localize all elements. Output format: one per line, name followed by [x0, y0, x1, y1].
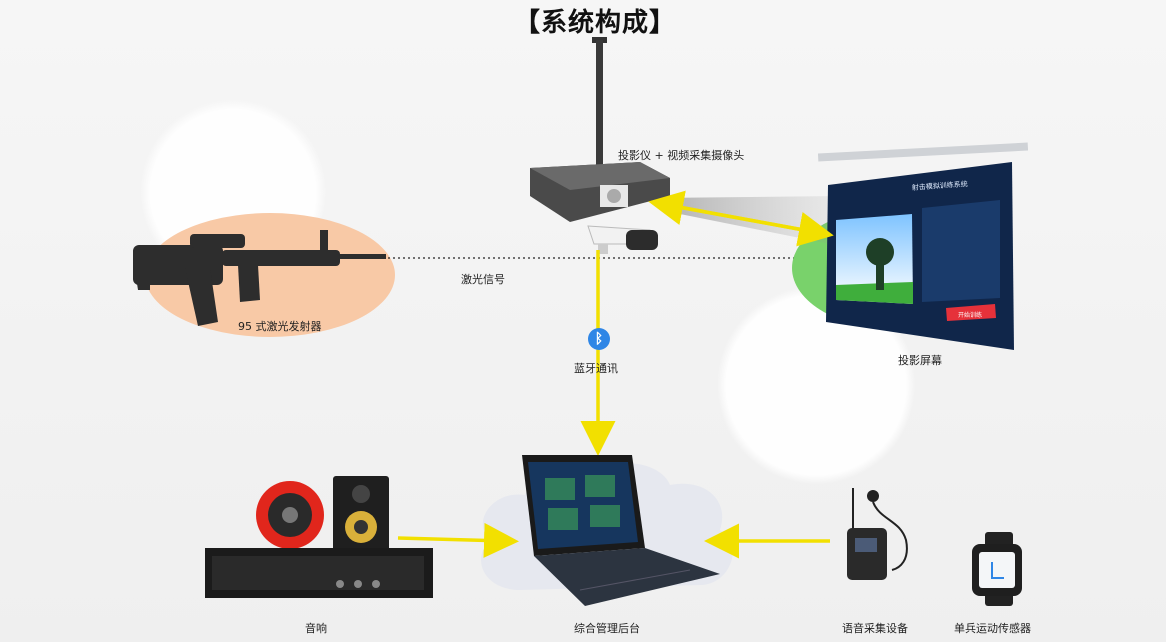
screen-ui-button: 开始训练 — [958, 311, 982, 319]
label-voice-device: 语音采集设备 — [842, 622, 908, 635]
camera-icon — [587, 225, 658, 254]
label-screen: 投影屏幕 — [898, 354, 942, 367]
projection-screen-icon — [817, 142, 1029, 350]
label-bluetooth: 蓝牙通讯 — [574, 362, 618, 375]
label-laser-signal: 激光信号 — [461, 273, 505, 286]
voice-device-icon — [847, 488, 908, 580]
motion-sensor-icon — [972, 532, 1022, 606]
screen-ui-header: 射击模拟训练系统 — [912, 179, 968, 192]
label-projector: 投影仪 + 视频采集摄像头 — [618, 149, 745, 162]
projector-icon — [530, 162, 670, 222]
page-title: 【系统构成】 — [513, 8, 676, 38]
label-rifle: 95 式激光发射器 — [238, 320, 322, 333]
arrow-speaker-laptop — [397, 522, 519, 558]
label-laptop: 综合管理后台 — [574, 622, 640, 635]
bluetooth-icon: ᛒ — [588, 328, 610, 350]
label-motion-sensor: 单兵运动传感器 — [954, 622, 1031, 635]
speaker-icon — [205, 476, 433, 598]
laptop-icon — [522, 455, 720, 606]
rifle-icon — [133, 230, 386, 326]
label-speaker: 音响 — [305, 622, 327, 635]
